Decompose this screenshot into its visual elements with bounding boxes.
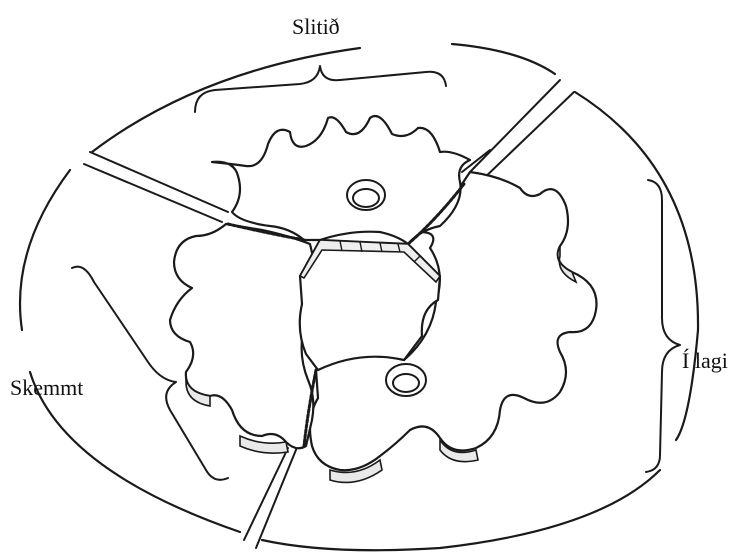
bolt-hole-top-inner: [353, 189, 379, 207]
brace-top: [195, 66, 446, 112]
sprocket-left-section: [170, 224, 316, 448]
divider-bottom-inner: [244, 448, 288, 540]
divider-left-inner: [84, 164, 222, 222]
outer-arc-right-bottom: [262, 470, 660, 550]
outer-arc-left: [20, 170, 70, 330]
sprocket-left-bottom-edge: [240, 436, 288, 453]
label-worn: Slitið: [292, 16, 340, 38]
label-ok: Í lagi: [682, 350, 728, 372]
outer-arc-right: [575, 92, 698, 440]
sprocket-top-section: [212, 116, 470, 244]
divider-top-right: [470, 80, 560, 172]
bolt-hole-bottom-inner: [393, 374, 419, 392]
divider-left: [90, 152, 228, 212]
divider-bottom: [256, 440, 300, 548]
brace-right: [646, 180, 680, 472]
label-damaged: Skemmt: [10, 377, 83, 399]
outer-arc-top-right: [452, 44, 555, 74]
divider-top-right-inner: [480, 92, 574, 182]
